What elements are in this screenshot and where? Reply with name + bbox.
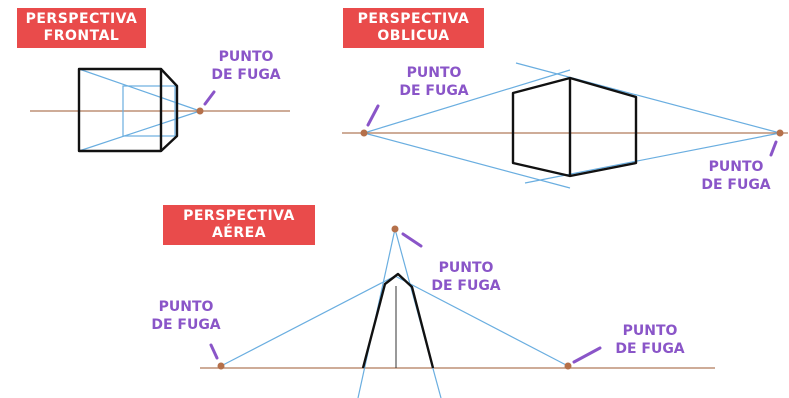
oblicua-diagram xyxy=(342,62,788,189)
frontal-title-line2: FRONTAL xyxy=(43,28,120,44)
frontal-vanishing-point xyxy=(196,107,204,115)
oblicua-guide-line xyxy=(515,62,781,134)
label-line: DE FUGA xyxy=(615,341,685,357)
aerea-pointer-left xyxy=(209,343,219,360)
label-line: PUNTO xyxy=(218,49,274,65)
frontal-diagram xyxy=(30,67,290,153)
label-line: DE FUGA xyxy=(701,177,771,193)
aerea-guide-line xyxy=(220,275,396,367)
aerea-vanishing-point-right xyxy=(564,362,572,370)
label-line: DE FUGA xyxy=(399,83,469,99)
aerea-title-line1: PERSPECTIVA xyxy=(183,208,295,224)
label-line: PUNTO xyxy=(622,323,678,339)
aerea-title-tag: PERSPECTIVA AÉREA xyxy=(163,205,315,245)
aerea-tower-outline xyxy=(361,272,435,369)
aerea-vanishing-point-top xyxy=(391,225,399,233)
aerea-title-line2: AÉREA xyxy=(211,225,267,241)
frontal-title-line1: PERSPECTIVA xyxy=(25,11,138,27)
label-line: DE FUGA xyxy=(151,317,221,333)
aerea-diagram xyxy=(200,225,715,398)
oblicua-vanishing-point-right xyxy=(776,129,784,137)
label-line: PUNTO xyxy=(158,299,214,315)
aerea-top-vanishing-point-label: PUNTO DE FUGA xyxy=(420,259,512,295)
aerea-pointer-right xyxy=(572,346,602,364)
oblicua-pointer-left xyxy=(366,104,380,127)
frontal-guide-line xyxy=(78,68,201,112)
aerea-vanishing-point-left xyxy=(217,362,225,370)
frontal-side-edges xyxy=(160,68,179,152)
aerea-right-vanishing-point-label: PUNTO DE FUGA xyxy=(604,322,696,358)
frontal-guide-line xyxy=(78,110,201,152)
oblicua-box-outline xyxy=(511,76,638,178)
oblicua-title-tag: PERSPECTIVA OBLICUA xyxy=(343,8,484,48)
oblicua-left-vanishing-point-label: PUNTO DE FUGA xyxy=(388,64,480,100)
oblicua-vanishing-point-left xyxy=(360,129,368,137)
label-line: PUNTO xyxy=(708,159,764,175)
frontal-back-face xyxy=(122,85,176,137)
frontal-title-tag: PERSPECTIVA FRONTAL xyxy=(17,8,146,48)
oblicua-guide-line xyxy=(363,132,571,189)
oblicua-title-line1: PERSPECTIVA xyxy=(357,11,470,27)
label-line: DE FUGA xyxy=(211,67,281,83)
aerea-guide-line xyxy=(394,275,569,367)
frontal-vanishing-point-label: PUNTO DE FUGA xyxy=(200,48,292,84)
oblicua-guide-line xyxy=(363,69,571,134)
aerea-pointer-top xyxy=(401,232,423,248)
oblicua-right-vanishing-point-label: PUNTO DE FUGA xyxy=(690,158,782,194)
label-line: PUNTO xyxy=(406,65,462,81)
label-line: DE FUGA xyxy=(431,278,501,294)
aerea-left-vanishing-point-label: PUNTO DE FUGA xyxy=(140,298,232,334)
oblicua-pointer-right xyxy=(769,140,778,157)
frontal-front-face xyxy=(77,67,163,153)
oblicua-title-line2: OBLICUA xyxy=(377,28,450,44)
label-line: PUNTO xyxy=(438,260,494,276)
frontal-pointer xyxy=(203,90,216,106)
